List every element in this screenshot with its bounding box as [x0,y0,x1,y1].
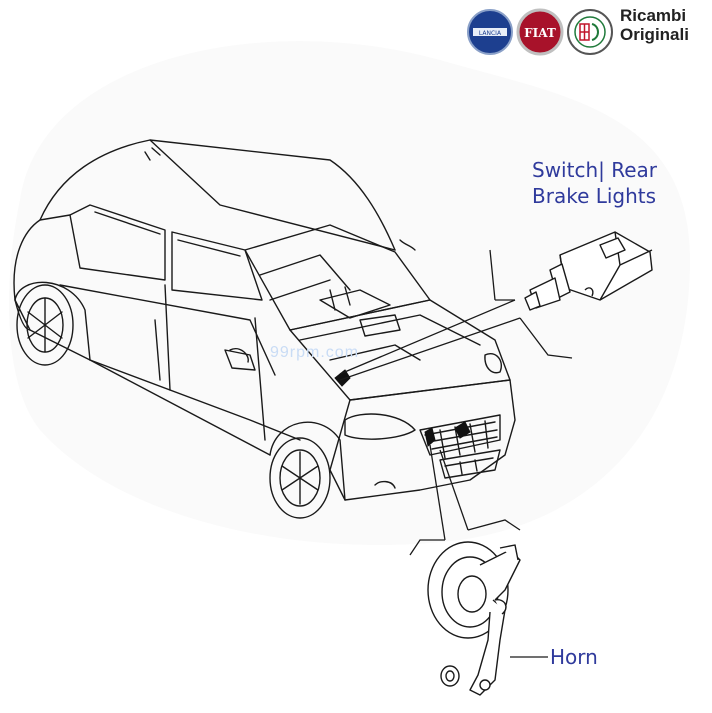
component-markers [334,369,471,447]
brand-line-2: Originali [620,25,689,44]
brake-switch-label-line-1: Switch| Rear [532,158,657,182]
horn-label: Horn [550,645,598,669]
car-illustration [13,139,516,519]
brand-wordmark: Ricambi Originali [620,6,689,44]
brake-switch-part [524,231,653,311]
brand-line-1: Ricambi [620,6,687,25]
lancia-logo: LANCIA [467,9,513,55]
fiat-logo-text: FIAT [524,26,556,40]
fiat-logo: FIAT [516,8,564,56]
alfa-romeo-logo [567,9,613,55]
brake-switch-label-line-2: Brake Lights [532,184,657,208]
watermark: 99rpm.com [270,344,360,361]
brake-switch-leaders [339,249,573,381]
brake-switch-label: Switch| Rear Brake Lights [532,157,657,209]
horn-part [427,541,521,696]
brand-logos: LANCIA FIAT [467,8,613,56]
lancia-logo-text: LANCIA [479,30,502,37]
horn-leaders [409,444,521,556]
